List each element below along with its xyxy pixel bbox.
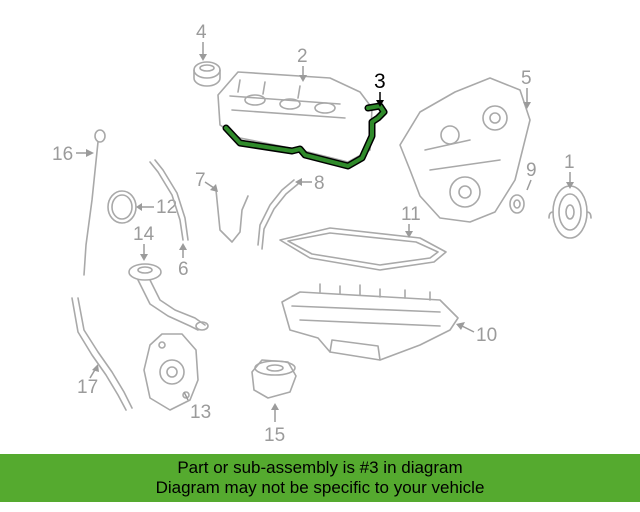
- svg-text:3: 3: [374, 70, 386, 93]
- callout-4[interactable]: 4: [196, 22, 207, 61]
- callout-8[interactable]: 8: [295, 173, 325, 194]
- callout-1[interactable]: 1: [564, 152, 575, 189]
- info-banner: Part or sub-assembly is #3 in diagram Di…: [0, 454, 640, 502]
- svg-text:5: 5: [521, 68, 532, 89]
- timing-cover-gasket-right-part[interactable]: [257, 179, 299, 250]
- callout-10[interactable]: 10: [456, 322, 497, 346]
- lower-dipstick-tube-part[interactable]: [71, 297, 133, 411]
- svg-text:8: 8: [314, 173, 325, 194]
- oil-pump-part[interactable]: [143, 333, 199, 411]
- dipstick-part[interactable]: [83, 129, 106, 276]
- svg-text:9: 9: [526, 160, 537, 181]
- banner-line-2: Diagram may not be specific to your vehi…: [155, 478, 485, 497]
- valve-cover-gasket-part-highlighted[interactable]: [222, 102, 388, 170]
- callout-6[interactable]: 6: [178, 243, 189, 280]
- svg-text:12: 12: [156, 197, 177, 218]
- oil-pan-part[interactable]: [281, 283, 459, 361]
- svg-text:14: 14: [133, 224, 155, 245]
- svg-text:17: 17: [77, 377, 98, 398]
- svg-text:6: 6: [178, 259, 189, 280]
- crankshaft-pulley-part[interactable]: [548, 185, 592, 239]
- callout-14[interactable]: 14: [133, 224, 155, 261]
- o-ring-part[interactable]: [107, 190, 137, 224]
- oil-filler-cap-part[interactable]: [193, 61, 221, 87]
- oil-pickup-tube-part[interactable]: [128, 263, 209, 331]
- svg-text:16: 16: [52, 144, 73, 165]
- timing-cover-part[interactable]: [399, 77, 531, 223]
- callout-15[interactable]: 15: [264, 403, 285, 446]
- svg-text:11: 11: [401, 204, 421, 225]
- callout-16[interactable]: 16: [52, 144, 94, 165]
- callout-9[interactable]: 9: [526, 160, 537, 191]
- callout-7[interactable]: 7: [195, 170, 218, 192]
- callout-17[interactable]: 17: [77, 364, 99, 398]
- svg-text:7: 7: [195, 170, 206, 191]
- callout-5[interactable]: 5: [521, 68, 532, 109]
- callout-11[interactable]: 11: [401, 204, 421, 238]
- timing-cover-gasket-part[interactable]: [215, 189, 249, 243]
- svg-text:1: 1: [564, 152, 575, 173]
- svg-text:13: 13: [190, 402, 211, 423]
- svg-text:15: 15: [264, 425, 285, 446]
- svg-text:4: 4: [196, 22, 207, 43]
- svg-text:10: 10: [476, 325, 497, 346]
- parts-diagram: 4 2 3 5: [52, 22, 592, 446]
- oil-filter-part[interactable]: [251, 359, 297, 399]
- svg-text:2: 2: [297, 46, 308, 67]
- callout-12[interactable]: 12: [136, 197, 177, 218]
- callout-13[interactable]: 13: [183, 391, 211, 423]
- banner-line-1: Part or sub-assembly is #3 in diagram: [177, 458, 463, 477]
- front-seal-part[interactable]: [509, 194, 525, 214]
- callout-2[interactable]: 2: [297, 46, 308, 82]
- dipstick-tube-part[interactable]: [149, 159, 189, 241]
- callout-3-highlighted[interactable]: 3: [374, 70, 386, 107]
- oil-pan-gasket-part[interactable]: [279, 227, 447, 271]
